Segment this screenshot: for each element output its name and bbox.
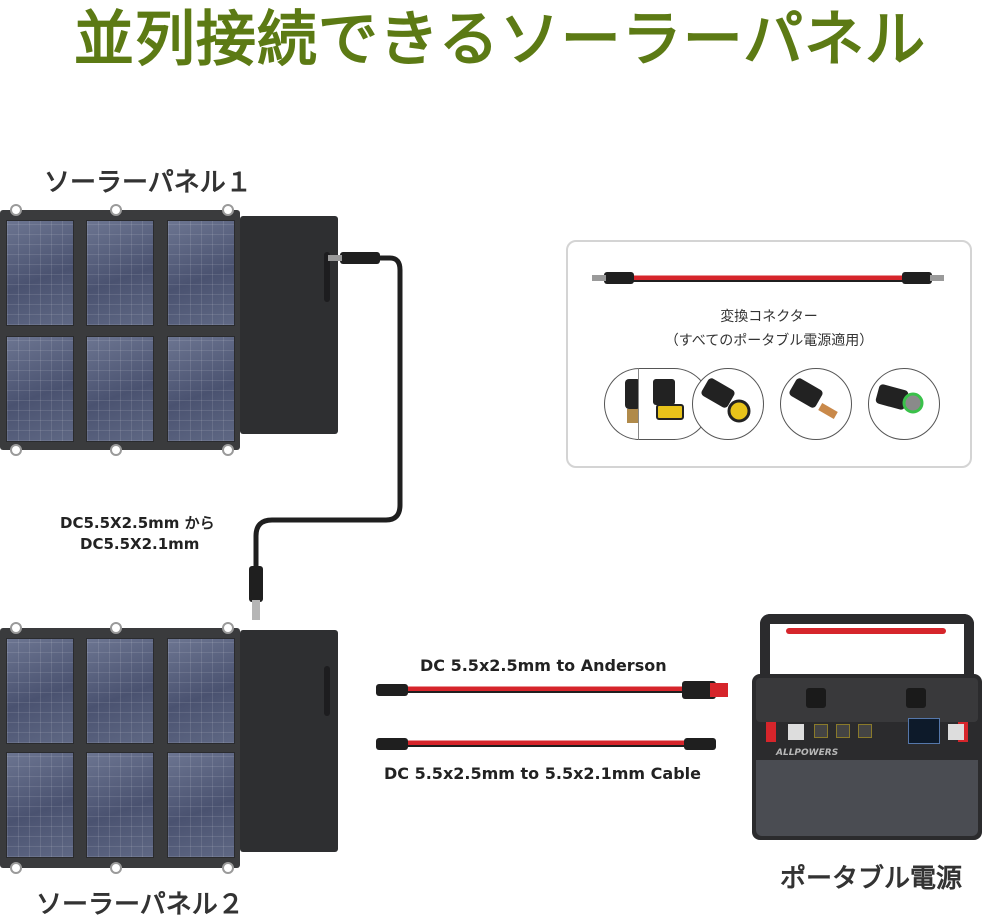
power-station-label: ポータブル電源 (780, 864, 963, 894)
solar-panel-2-body (0, 628, 240, 868)
brand-label: ALLPOWERS (776, 748, 839, 758)
cable-anderson-label: DC 5.5x2.5mm to Anderson (420, 656, 667, 675)
green-ring-plug-icon (868, 368, 940, 440)
adapter-title: 変換コネクター (720, 309, 818, 325)
solar-panel-1 (0, 204, 345, 456)
power-station: ALLPOWERS (752, 614, 982, 840)
solar-panel-1-label: ソーラーパネル１ (44, 168, 252, 198)
solar-panel-1-body (0, 210, 240, 450)
adapter-subtitle: （すべてのポータブル電源適用） (664, 333, 874, 349)
cables-to-station (376, 681, 728, 750)
solar-panel-2-pocket (240, 630, 338, 852)
page-title: 並列接続できるソーラーパネル (73, 5, 927, 75)
solar-panel-2-label: ソーラーパネル２ (36, 890, 244, 920)
yellow-tip-plug-icon (692, 368, 764, 440)
adapter-cable (592, 272, 944, 284)
copper-tip-plug-icon (780, 368, 852, 440)
cable-dc-label: DC 5.5x2.5mm to 5.5x2.1mm Cable (384, 764, 701, 783)
solar-panel-1-pocket (240, 216, 338, 434)
solar-panel-2 (0, 622, 345, 874)
connector-note-line2: DC5.5X2.1mm (80, 535, 200, 553)
adapter-box: 変換コネクター （すべてのポータブル電源適用） (566, 240, 972, 468)
connector-note-line1: DC5.5X2.5mm から (60, 514, 215, 532)
